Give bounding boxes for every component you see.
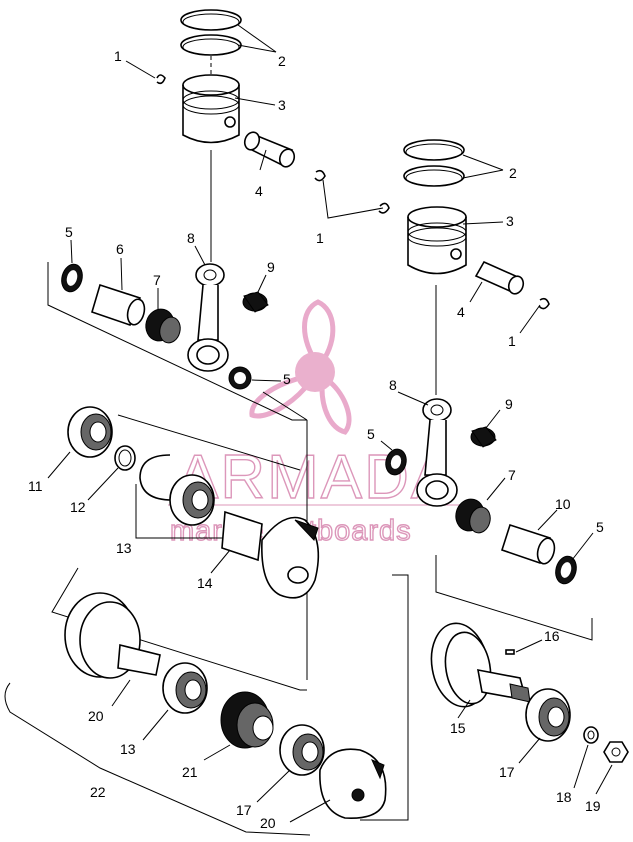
callout-8: 8 (389, 377, 397, 393)
callout-7: 7 (508, 467, 516, 483)
crankshaft-web-20-right (319, 748, 387, 819)
snap-ring-13 (139, 454, 173, 501)
needle-bearing-right-7 (455, 498, 491, 534)
connecting-rod-right (416, 398, 458, 507)
circlip-left-1 (156, 74, 166, 85)
callout-11: 11 (28, 478, 43, 494)
crankshaft-end-15 (430, 622, 531, 708)
bearing-13-upper (169, 474, 215, 526)
piston-ring-right-upper (403, 139, 465, 161)
wrist-pin-left (243, 131, 296, 168)
needle-bearing-left-7 (145, 308, 181, 344)
bearing-11 (67, 406, 113, 458)
callout-2: 2 (509, 165, 517, 181)
crankshaft-web-20-left (64, 592, 161, 679)
leader-lines (47, 24, 613, 823)
callout-6: 6 (116, 241, 124, 257)
needle-bearing-right-small (470, 426, 497, 448)
seal-left-5b (228, 366, 252, 390)
callout-5: 5 (65, 224, 73, 240)
callout-7: 7 (153, 272, 161, 288)
callout-numbers: 1 2 3 4 1 2 3 4 1 5 6 7 8 9 5 8 9 5 7 10… (28, 48, 604, 831)
watermark-brand: ARMADA (177, 443, 454, 512)
spacer-6 (91, 283, 146, 327)
seal-left-5a (61, 263, 83, 293)
callout-14: 14 (197, 575, 213, 591)
bracket-22 (4, 682, 311, 836)
nut-19 (603, 741, 629, 763)
needle-bearing-left-small (242, 291, 269, 313)
callout-16: 16 (544, 628, 560, 644)
roller-bearing-21 (220, 691, 274, 749)
seal-right-5d (555, 555, 577, 585)
wrist-pin-right (474, 260, 525, 295)
spacer-10 (500, 523, 556, 565)
circlip-left-2 (314, 169, 326, 182)
key-16 (505, 649, 515, 655)
callout-9: 9 (505, 396, 513, 412)
piston-left (182, 74, 240, 144)
callout-1: 1 (508, 333, 516, 349)
callout-3: 3 (506, 213, 514, 229)
propeller-logo (249, 299, 352, 435)
washer-18 (583, 726, 599, 744)
callout-9: 9 (267, 259, 275, 275)
callout-12: 12 (70, 499, 86, 515)
callout-13: 13 (120, 741, 136, 757)
crankshaft-section-14 (221, 510, 320, 599)
callout-20: 20 (88, 708, 104, 724)
bearing-17-right (525, 688, 571, 742)
callout-5: 5 (367, 426, 375, 442)
callout-21: 21 (182, 764, 198, 780)
callout-1: 1 (316, 230, 324, 246)
callout-22: 22 (90, 784, 106, 800)
seal-right-5c (385, 448, 407, 476)
circlip-right-1 (378, 202, 390, 214)
callout-18: 18 (556, 789, 572, 805)
callout-10: 10 (555, 496, 571, 512)
callout-17: 17 (236, 802, 252, 818)
callout-17: 17 (499, 764, 515, 780)
bearing-13-lower (162, 662, 208, 714)
callout-4: 4 (457, 304, 465, 320)
propeller-hub (295, 352, 335, 392)
callout-5: 5 (283, 371, 291, 387)
callout-2: 2 (278, 53, 286, 69)
callout-5: 5 (596, 519, 604, 535)
callout-13: 13 (116, 540, 132, 556)
callout-19: 19 (585, 798, 601, 814)
callout-1: 1 (114, 48, 122, 64)
piston-right (407, 206, 467, 275)
callout-15: 15 (450, 720, 466, 736)
callout-20: 20 (260, 815, 276, 831)
callout-4: 4 (255, 183, 263, 199)
callout-8: 8 (187, 230, 195, 246)
washer-12 (114, 445, 136, 471)
callout-3: 3 (278, 97, 286, 113)
circlip-right-2 (538, 297, 550, 310)
piston-ring-left-upper (180, 9, 242, 31)
piston-ring-right-lower (403, 165, 465, 187)
bearing-17-left (279, 724, 325, 776)
connecting-rod-left (187, 263, 229, 372)
piston-ring-left-lower (180, 34, 242, 56)
